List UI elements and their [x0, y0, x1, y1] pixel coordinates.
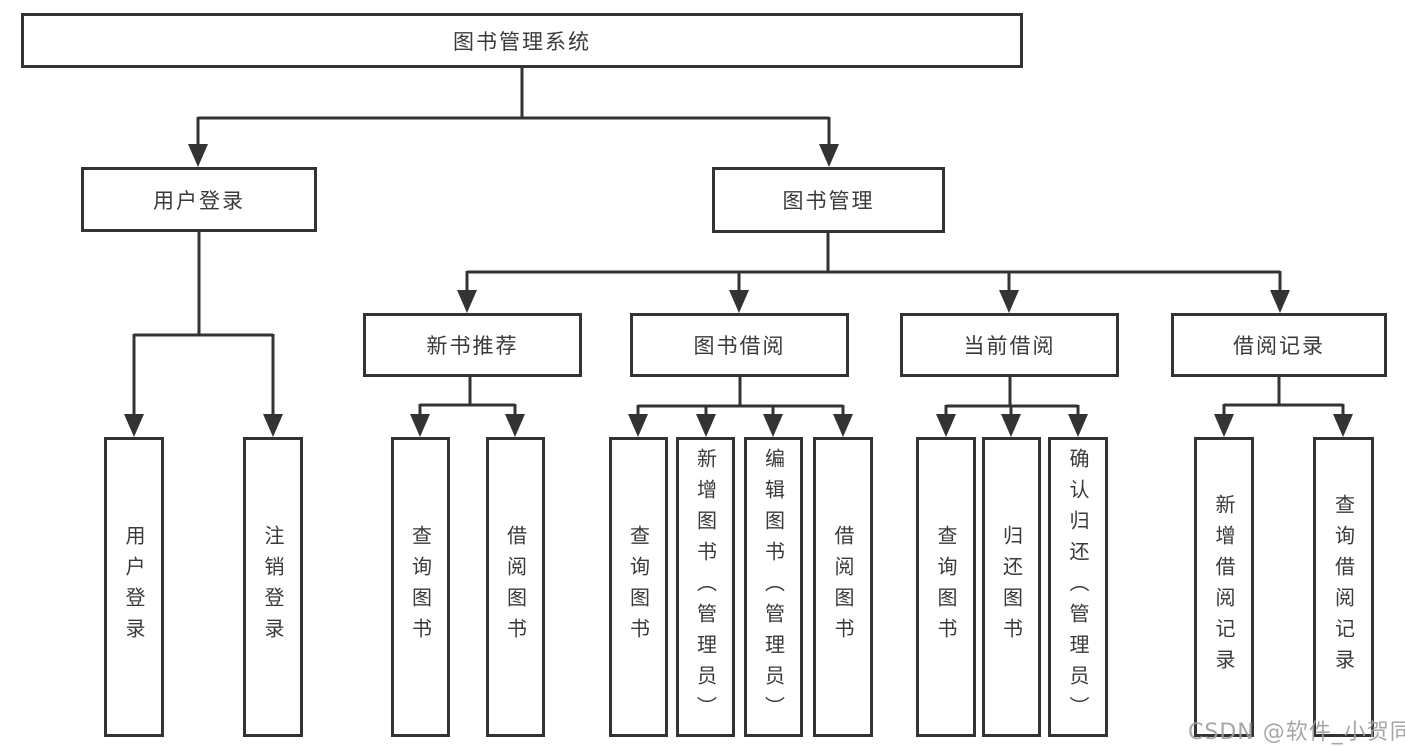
node-book-borrowing: 图书借阅 [630, 313, 849, 377]
node-label: 新增图书（管理员） [693, 447, 718, 727]
node-label: 新增借阅记录 [1212, 494, 1236, 680]
node-label: 当前借阅 [963, 334, 1056, 358]
leaf-confirm-return-admin: 确认归还（管理员） [1048, 437, 1108, 737]
node-label: 查询图书 [408, 525, 433, 649]
node-label: 确认归还（管理员） [1066, 447, 1090, 727]
csdn-watermark: CSDN @软件_小贺同学 [1188, 720, 1405, 745]
node-label: 借阅记录 [1233, 334, 1325, 358]
node-label: 新书推荐 [426, 334, 519, 358]
leaf-return-book: 归还图书 [982, 437, 1041, 737]
leaf-query-books-recommend: 查询图书 [391, 437, 450, 737]
leaf-user-login: 用户登录 [104, 437, 164, 737]
node-label: 用户登录 [153, 188, 245, 213]
node-label: 借阅图书 [503, 525, 528, 649]
leaf-add-borrow-record: 新增借阅记录 [1194, 437, 1254, 737]
node-label: 查询图书 [934, 525, 958, 649]
node-library-management-system: 图书管理系统 [21, 13, 1023, 68]
node-label: 编辑图书（管理员） [761, 447, 786, 727]
node-label: 借阅图书 [831, 525, 855, 649]
leaf-query-borrow-record: 查询借阅记录 [1313, 437, 1374, 737]
node-current-borrowing: 当前借阅 [900, 313, 1119, 377]
leaf-query-books-borrow: 查询图书 [609, 437, 668, 737]
leaf-query-books-current: 查询图书 [916, 437, 976, 737]
node-label: 注销登录 [261, 525, 285, 649]
node-user-login: 用户登录 [81, 167, 317, 232]
leaf-borrow-books-recommend: 借阅图书 [486, 437, 545, 737]
node-borrowing-records: 借阅记录 [1171, 313, 1387, 377]
node-label: 图书借阅 [693, 334, 786, 358]
leaf-borrow-books: 借阅图书 [813, 437, 873, 737]
node-label: 查询借阅记录 [1331, 494, 1356, 680]
leaf-add-book-admin: 新增图书（管理员） [676, 437, 735, 737]
node-label: 图书管理 [782, 189, 875, 213]
node-label: 查询图书 [626, 525, 651, 649]
node-new-book-recommendation: 新书推荐 [363, 313, 582, 377]
node-label: 图书管理系统 [453, 29, 591, 54]
leaf-edit-book-admin: 编辑图书（管理员） [744, 437, 803, 737]
node-book-management: 图书管理 [712, 167, 945, 233]
node-label: 用户登录 [122, 525, 146, 649]
leaf-logout: 注销登录 [243, 437, 303, 737]
node-label: 归还图书 [999, 525, 1024, 649]
